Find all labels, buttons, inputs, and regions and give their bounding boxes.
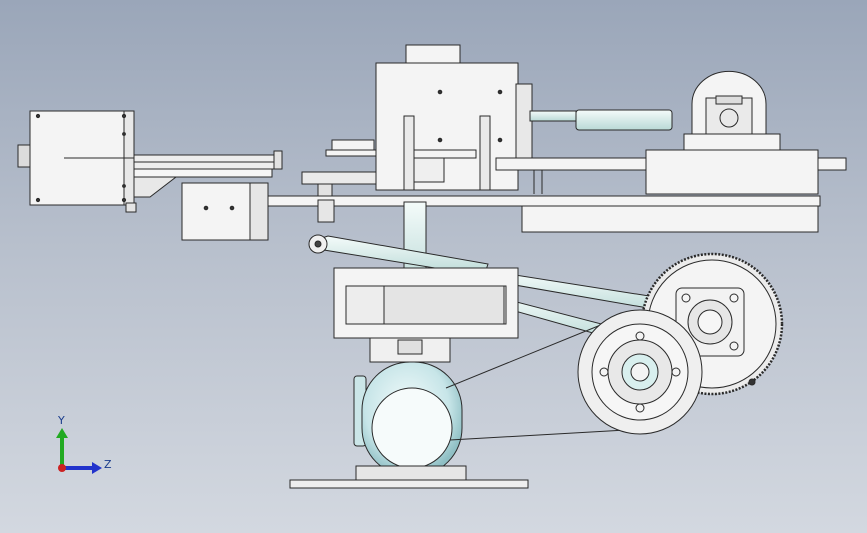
central-housing <box>375 44 533 191</box>
gearbox-frame <box>333 267 519 363</box>
y-axis-label: Y <box>58 414 65 427</box>
feed-conveyor <box>133 150 283 198</box>
pillow-block-top <box>691 70 767 135</box>
lower-left-block <box>181 182 269 241</box>
left-feeder-box <box>17 110 137 213</box>
pneumatic-cylinder <box>529 109 673 131</box>
z-axis-label: Z <box>104 458 112 471</box>
drive-belt <box>445 321 627 441</box>
gear-bolt <box>748 378 756 386</box>
pulley <box>577 309 703 435</box>
right-slide-table <box>495 133 847 195</box>
axis-triad <box>56 428 102 474</box>
main-frame-beam <box>267 139 821 233</box>
electric-motor <box>289 361 529 489</box>
